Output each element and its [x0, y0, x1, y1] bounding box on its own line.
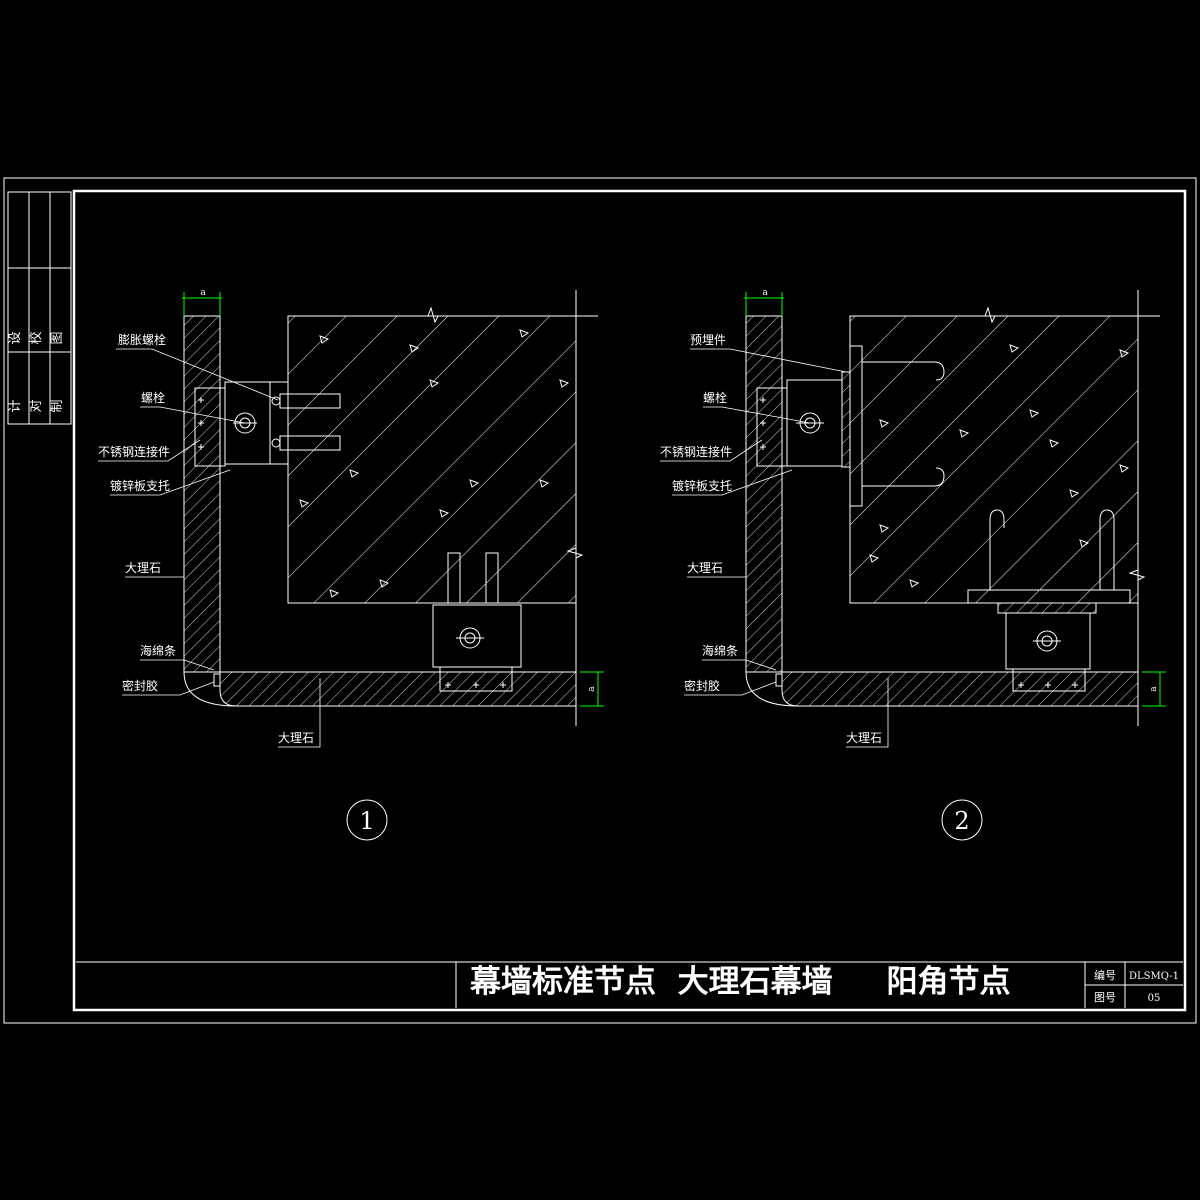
dim-label-side-2: a: [1149, 686, 1159, 692]
embed-plate-lower-2: [967, 509, 1131, 692]
detail-number-circle-2: [941, 799, 983, 841]
label-1-5: 海绵条: [140, 643, 176, 658]
dim-label-side-1: a: [587, 686, 597, 692]
title-block: [76, 961, 1183, 1008]
dimensions-1: [182, 292, 604, 707]
drawing-title: 幕墙标准节点 大理石幕墙 阳角节点: [469, 964, 1011, 1000]
label-2-6: 密封胶: [684, 678, 720, 693]
concrete-column-2: [849, 290, 1160, 726]
label-1-7: 大理石: [278, 731, 314, 745]
sheet-label: 图号: [1094, 991, 1116, 1004]
inner-frame: [72, 189, 1187, 1012]
leaders-1: [98, 348, 321, 748]
sig-design: 设: [8, 331, 23, 344]
label-2-4: 大理石: [687, 561, 723, 575]
sig-design-2: 计: [8, 399, 23, 412]
detail-number-circle-1: [346, 799, 388, 841]
label-1-4: 大理石: [125, 561, 161, 575]
label-2-5: 海绵条: [702, 643, 738, 658]
sealant-2: [775, 673, 783, 687]
marble-vertical-2: [745, 315, 783, 673]
label-2-0: 预埋件: [690, 333, 726, 347]
dim-label-top-1: a: [200, 288, 206, 298]
leaders-2: [660, 348, 889, 748]
sig-check: 校: [28, 331, 44, 344]
bracket-upper-1: [194, 381, 341, 467]
label-2-2: 不锈钢连接件: [660, 444, 732, 459]
label-1-0: 膨胀螺栓: [118, 332, 166, 347]
sealant-1: [213, 673, 221, 687]
label-1-3: 镀锌板支托: [110, 479, 170, 493]
detail-number-2: 2: [954, 807, 969, 835]
label-2-1: 螺栓: [703, 390, 727, 405]
bracket-lower-1: [432, 552, 522, 692]
sig-drawing: 图: [50, 331, 65, 344]
dim-label-top-2: a: [762, 288, 768, 298]
code-value: DLSMQ-1: [1129, 971, 1179, 982]
marble-horizontal-1: [219, 671, 577, 707]
sheet-value: 05: [1148, 993, 1161, 1004]
detail-1: a a 膨胀螺栓 螺栓 不锈钢连接件 镀锌板支托 大理石 海绵条 密封胶 大理石…: [98, 288, 604, 841]
signature-strip: [7, 191, 72, 425]
label-1-6: 密封胶: [122, 678, 158, 693]
label-1-1: 螺栓: [141, 390, 165, 405]
concrete-column-1: [287, 290, 598, 726]
code-label: 编号: [1094, 968, 1116, 982]
outer-frame: [3, 177, 1197, 1024]
dimensions-2: [744, 292, 1166, 707]
sig-check-2: 对: [29, 399, 44, 412]
detail-2: a a 预埋件 螺栓 不锈钢连接件 镀锌板支托 大理石 海绵条 密封胶 大理石 …: [660, 288, 1166, 841]
sig-drawing-2: 制: [50, 399, 65, 412]
label-1-2: 不锈钢连接件: [98, 444, 170, 459]
detail-number-1: 1: [359, 807, 374, 835]
marble-horizontal-2: [781, 671, 1139, 707]
label-2-7: 大理石: [846, 731, 882, 745]
label-2-3: 镀锌板支托: [672, 479, 732, 493]
signature-labels: 设 校 图 计 对 制: [8, 331, 65, 412]
